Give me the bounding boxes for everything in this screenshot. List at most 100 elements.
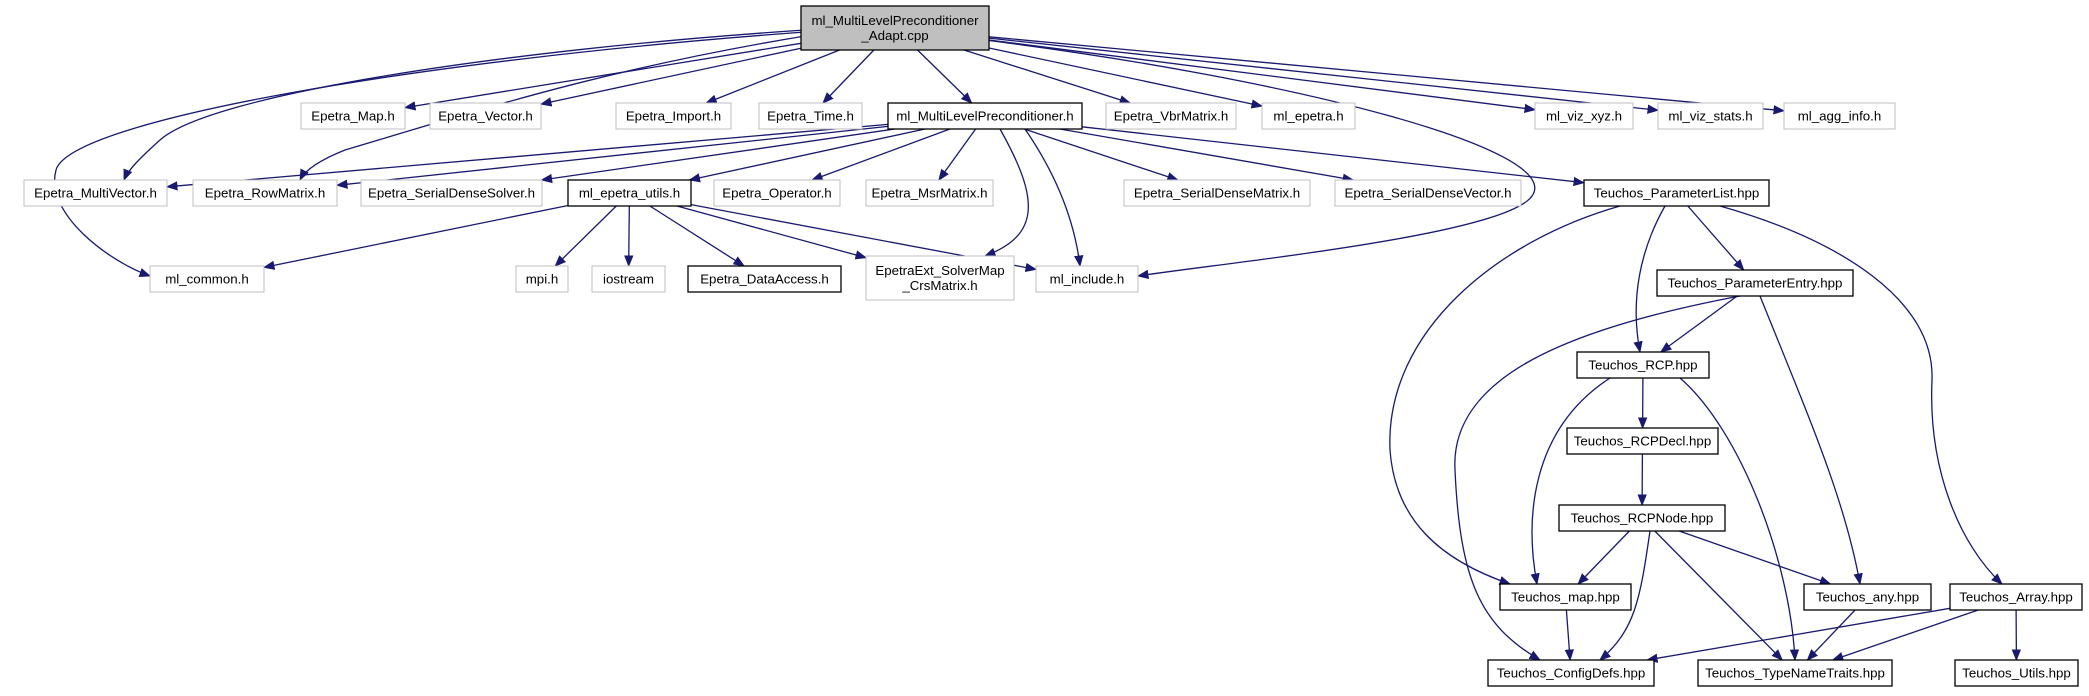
node-box bbox=[865, 255, 1015, 301]
edge-root-to-epetra_vector bbox=[539, 47, 802, 107]
edge-ml_mlp-to-ml_include bbox=[1024, 128, 1084, 268]
node-label: Epetra_SerialDenseVector.h bbox=[1344, 186, 1511, 201]
node-label: Epetra_MultiVector.h bbox=[34, 186, 157, 201]
edge-root-to-ml_epetra bbox=[988, 47, 1264, 109]
node-box bbox=[1697, 659, 1893, 687]
node-box bbox=[1558, 504, 1726, 532]
node-label: Teuchos_TypeNameTraits.hpp bbox=[1705, 666, 1885, 681]
node-box bbox=[758, 102, 863, 130]
node-root[interactable]: ml_MultiLevelPreconditioner_Adapt.cpp bbox=[800, 5, 990, 51]
edge-teuchos_rcp-to-teuchos_tnt bbox=[1679, 377, 1800, 662]
node-box bbox=[887, 102, 1083, 130]
node-teuchos-array[interactable]: Teuchos_Array.hpp bbox=[1949, 583, 2083, 611]
node-box bbox=[1583, 179, 1770, 207]
node-label: Teuchos_ConfigDefs.hpp bbox=[1497, 666, 1646, 681]
node-label: Epetra_Vector.h bbox=[438, 109, 533, 124]
node-label: ml_MultiLevelPreconditioner.h bbox=[896, 109, 1073, 124]
node-box bbox=[149, 265, 265, 293]
node-box bbox=[1499, 583, 1632, 611]
edge-ml_epetra_utils-to-epetra_da bbox=[649, 205, 746, 267]
edge-ml_mlp-to-epetra_msr bbox=[938, 128, 977, 181]
node-box bbox=[300, 102, 406, 130]
edge-teuchos_map-to-teuchos_config bbox=[1564, 609, 1574, 662]
node-ml-mlp[interactable]: ml_MultiLevelPreconditioner.h bbox=[887, 102, 1083, 130]
node-ml-epetra-utils[interactable]: ml_epetra_utils.h bbox=[567, 179, 692, 207]
node-teuchos-pl[interactable]: Teuchos_ParameterList.hpp bbox=[1583, 179, 1770, 207]
edge-root-to-epetra_map bbox=[403, 42, 802, 111]
node-label: Epetra_Map.h bbox=[311, 109, 395, 124]
node-teuchos-utils[interactable]: Teuchos_Utils.hpp bbox=[1954, 659, 2079, 687]
edge-ml_mlp-to-epetra_row bbox=[335, 125, 889, 189]
node-epetraext: EpetraExt_SolverMap_CrsMatrix.h bbox=[865, 255, 1015, 301]
edge-ml_epetra_utils-to-epetraext bbox=[676, 205, 868, 260]
node-label: Teuchos_any.hpp bbox=[1816, 590, 1919, 605]
node-box bbox=[567, 179, 692, 207]
node-box bbox=[591, 265, 666, 293]
edge-teuchos_pl-to-teuchos_rcp bbox=[1633, 205, 1666, 354]
node-teuchos-tnt[interactable]: Teuchos_TypeNameTraits.hpp bbox=[1697, 659, 1893, 687]
node-epetra-vbr: Epetra_VbrMatrix.h bbox=[1105, 102, 1237, 130]
node-epetra-vector: Epetra_Vector.h bbox=[429, 102, 542, 130]
edge-root-to-ml_viz_stats bbox=[988, 37, 1660, 114]
node-ml-viz-stats: ml_viz_stats.h bbox=[1657, 102, 1764, 130]
edge-ml_mlp-to-epetra_mv bbox=[165, 123, 889, 191]
node-teuchos-any[interactable]: Teuchos_any.hpp bbox=[1803, 583, 1932, 611]
edge-teuchos_pe-to-teuchos_rcp bbox=[1659, 295, 1738, 353]
node-label: ml_viz_xyz.h bbox=[1546, 109, 1622, 124]
node-label: iostream bbox=[603, 272, 654, 287]
edge-teuchos_array-to-teuchos_config bbox=[1645, 607, 1951, 663]
node-ml-agg-info: ml_agg_info.h bbox=[1783, 102, 1896, 130]
edge-teuchos_pe-to-teuchos_any bbox=[1759, 295, 1863, 586]
node-label: Teuchos_ParameterEntry.hpp bbox=[1668, 276, 1843, 291]
node-teuchos-rcpnode[interactable]: Teuchos_RCPNode.hpp bbox=[1558, 504, 1726, 532]
node-mpi: mpi.h bbox=[515, 265, 569, 293]
node-box bbox=[23, 179, 168, 207]
node-label: ml_include.h bbox=[1050, 272, 1125, 287]
node-label: ml_epetra.h bbox=[1273, 109, 1343, 124]
node-epetra-msr: Epetra_MsrMatrix.h bbox=[865, 179, 994, 207]
node-box bbox=[1783, 102, 1896, 130]
node-teuchos-map[interactable]: Teuchos_map.hpp bbox=[1499, 583, 1632, 611]
node-label: Epetra_RowMatrix.h bbox=[205, 186, 325, 201]
node-ml-epetra: ml_epetra.h bbox=[1261, 102, 1356, 130]
node-label: ml_agg_info.h bbox=[1798, 109, 1882, 124]
edge-teuchos_pl-to-teuchos_map bbox=[1389, 205, 1621, 586]
node-box bbox=[360, 179, 543, 207]
edge-teuchos_any-to-teuchos_tnt bbox=[1806, 609, 1856, 661]
node-label: mpi.h bbox=[526, 272, 559, 287]
node-box bbox=[515, 265, 569, 293]
node-teuchos-pe[interactable]: Teuchos_ParameterEntry.hpp bbox=[1656, 269, 1854, 297]
node-teuchos-config[interactable]: Teuchos_ConfigDefs.hpp bbox=[1487, 659, 1655, 687]
node-box bbox=[1954, 659, 2079, 687]
node-teuchos-rcp[interactable]: Teuchos_RCP.hpp bbox=[1576, 351, 1710, 379]
node-box bbox=[1803, 583, 1932, 611]
node-label: Epetra_DataAccess.h bbox=[700, 272, 829, 287]
node-box bbox=[1949, 583, 2083, 611]
node-teuchos-rcpdecl[interactable]: Teuchos_RCPDecl.hpp bbox=[1566, 427, 1719, 455]
node-label: Epetra_VbrMatrix.h bbox=[1114, 109, 1229, 124]
node-box bbox=[1261, 102, 1356, 130]
node-label: ml_viz_stats.h bbox=[1668, 109, 1752, 124]
edge-ml_mlp-to-epetra_sds bbox=[540, 128, 895, 184]
edge-root-to-ml_agg_info bbox=[988, 36, 1786, 115]
edge-root-to-epetra_time bbox=[822, 49, 875, 104]
node-box bbox=[800, 5, 990, 51]
node-box bbox=[1534, 102, 1634, 130]
edge-root-to-ml_viz_xyz bbox=[988, 39, 1537, 114]
node-epetra-da[interactable]: Epetra_DataAccess.h bbox=[687, 265, 842, 293]
node-epetra-sdm: Epetra_SerialDenseMatrix.h bbox=[1123, 179, 1311, 207]
node-epetra-op: Epetra_Operator.h bbox=[713, 179, 841, 207]
node-label: Epetra_Time.h bbox=[767, 109, 854, 124]
edge-teuchos_rcpnode-to-teuchos_any bbox=[1678, 530, 1832, 585]
edge-root-to-ml_common bbox=[53, 31, 806, 277]
edge-ml_mlp-to-epetra_sdm bbox=[1023, 128, 1179, 182]
edge-teuchos_rcpnode-to-teuchos_config bbox=[1599, 530, 1651, 661]
node-ml-viz-xyz: ml_viz_xyz.h bbox=[1534, 102, 1634, 130]
node-label: Teuchos_RCPNode.hpp bbox=[1571, 511, 1714, 526]
node-box bbox=[1334, 179, 1522, 207]
node-label: Epetra_MsrMatrix.h bbox=[871, 186, 987, 201]
edge-ml_mlp-to-epetra_sdv bbox=[1059, 128, 1355, 183]
node-epetra-sds: Epetra_SerialDenseSolver.h bbox=[360, 179, 543, 207]
